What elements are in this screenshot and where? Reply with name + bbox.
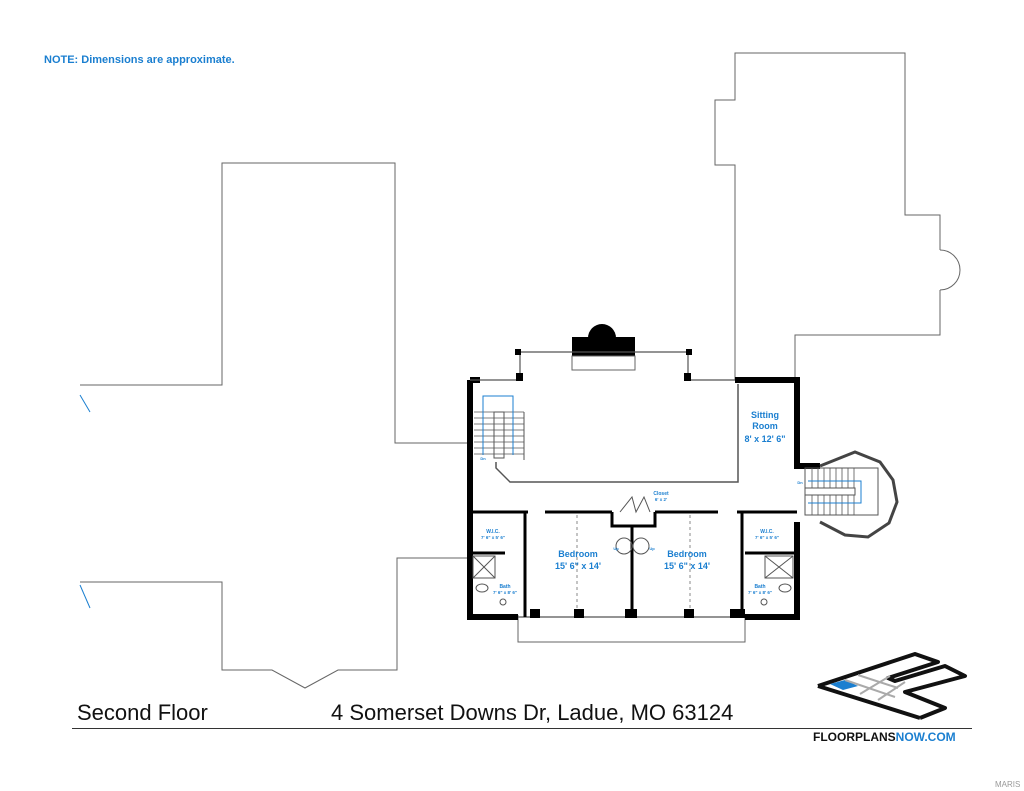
stair-dn-label: Dn: [480, 456, 486, 461]
title-divider: [72, 728, 972, 729]
wall-posts: [515, 349, 745, 618]
window-walls: [470, 351, 745, 618]
sitting-room-name-2: Room: [752, 421, 778, 431]
brand-part-2: NOW.COM: [895, 730, 956, 744]
closet-dims: 6' x 2': [655, 497, 667, 502]
first-floor-outline-left: [79, 162, 470, 689]
bath-1-name: Bath: [499, 584, 510, 590]
bedroom-1-name: Bedroom: [558, 549, 598, 559]
wic-2-dims: 7' 6" x 5' 6": [755, 535, 779, 540]
bedroom-2-dims: 15' 6" x 14': [664, 561, 710, 571]
stair-turret: [804, 450, 899, 539]
wic-1-name: W.I.C.: [486, 529, 500, 535]
fireplace: [571, 324, 636, 371]
spiral-stair-left: [615, 537, 633, 555]
dimension-note: NOTE: Dimensions are approximate.: [44, 54, 235, 66]
brand-part-1: FLOORPLANS: [813, 730, 896, 744]
brand-name: FLOORPLANSNOW.COM: [813, 730, 956, 744]
closet-doors: [619, 495, 651, 514]
first-floor-outline-right: [517, 52, 961, 643]
closet-name: Closet: [653, 491, 669, 497]
watermark: MARIS: [995, 780, 1021, 789]
bath-1-dims: 7' 6" x 8' 6": [493, 590, 517, 595]
bath-fixtures: [472, 555, 794, 606]
interior-walls: [470, 510, 797, 617]
bedroom-1-dims: 15' 6" x 14': [555, 561, 601, 571]
sitting-room-name-1: Sitting: [751, 410, 779, 420]
bath-2-dims: 7' 6" x 8' 6": [748, 590, 772, 595]
sitting-room-dims: 8' x 12' 6": [744, 434, 785, 444]
left-staircase: [474, 395, 525, 460]
spiral-stair-right: [632, 537, 650, 555]
bath-2-name: Bath: [754, 584, 765, 590]
spiral-up-label-left: Up: [613, 546, 619, 551]
wic-2-name: W.I.C.: [760, 529, 774, 535]
floor-label: Second Floor: [77, 700, 208, 725]
property-address: 4 Somerset Downs Dr, Ladue, MO 63124: [331, 700, 734, 725]
turret-stair-dn-label: Dn: [797, 480, 803, 485]
open-to-below-rail: [495, 384, 739, 483]
spiral-up-label-right: Up: [649, 546, 655, 551]
wic-1-dims: 7' 6" x 5' 6": [481, 535, 505, 540]
floorplansnow-logo: [817, 652, 967, 720]
bedroom-2-name: Bedroom: [667, 549, 707, 559]
